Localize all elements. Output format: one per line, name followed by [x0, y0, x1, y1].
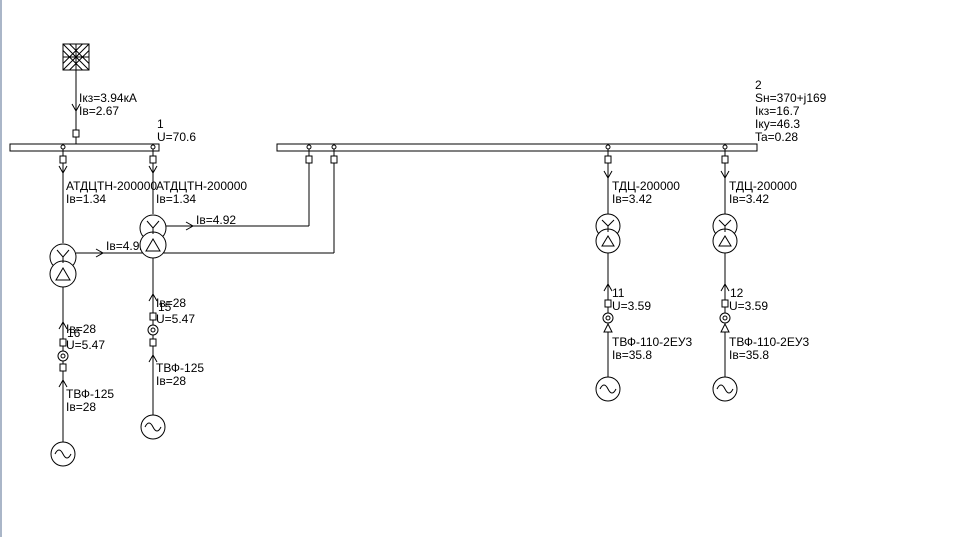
t2-iv: Iв=1.34 — [156, 192, 196, 206]
t1-name: АТДЦТН-200000 — [66, 179, 157, 193]
arrow-up-icon — [148, 353, 158, 363]
breaker-icon[interactable] — [305, 155, 313, 164]
bus-2-ikz: Iкз=16.7 — [755, 104, 800, 118]
breaker-icon[interactable] — [149, 338, 157, 347]
arrow-up-icon — [58, 320, 68, 330]
bus-2[interactable] — [276, 143, 758, 152]
t2-name: АТДЦТН-200000 — [156, 179, 247, 193]
t4-name: ТДЦ-200000 — [729, 179, 797, 193]
transformer-winding-lv-icon — [712, 228, 738, 254]
t2-iv-mv: Iв=4.92 — [196, 213, 236, 227]
bus-1-voltage: U=70.6 — [157, 130, 196, 144]
t2-node-number: 15 — [158, 300, 172, 314]
t2-node-voltage: U=5.47 — [156, 312, 195, 326]
t2-iv-lv: Iв=28 — [156, 296, 186, 310]
g2-name: ТВФ-125 — [156, 361, 204, 375]
bus-2-iky: Iку=46.3 — [755, 117, 800, 131]
breaker-icon[interactable] — [59, 155, 67, 164]
breaker-icon[interactable] — [721, 299, 729, 308]
node-12-voltage: U=3.59 — [729, 299, 768, 313]
node-12-number: 12 — [730, 286, 744, 300]
arrow-right-icon — [185, 221, 195, 231]
breaker-icon[interactable] — [59, 338, 67, 347]
g2-iv: Iв=28 — [156, 374, 186, 388]
g1-iv: Iв=28 — [66, 400, 96, 414]
t3-name: ТДЦ-200000 — [612, 179, 680, 193]
breaker-icon[interactable] — [604, 299, 612, 308]
t1-node-voltage: U=5.47 — [66, 338, 105, 352]
arrow-down-icon — [720, 170, 730, 180]
t1-node-number: 16 — [67, 326, 81, 340]
breaker-icon[interactable] — [149, 312, 157, 321]
g4-name: ТВФ-110-2ЕУ3 — [729, 335, 809, 349]
g1-name: ТВФ-125 — [66, 387, 114, 401]
bus-1[interactable] — [9, 143, 160, 152]
t1-iv: Iв=1.34 — [66, 192, 106, 206]
reactor-icon — [720, 322, 730, 333]
breaker-icon[interactable] — [721, 155, 729, 164]
g3-name: ТВФ-110-2ЕУ3 — [612, 335, 692, 349]
arrow-down-icon — [58, 165, 68, 175]
breaker-icon[interactable] — [330, 155, 338, 164]
breaker-icon[interactable] — [59, 363, 67, 372]
arrow-down-icon — [148, 165, 158, 175]
t3-iv: Iв=3.42 — [612, 192, 652, 206]
t1-iv-mv: Iв=4.92 — [106, 239, 146, 253]
arrow-right-icon — [95, 248, 105, 258]
transformer-4-branch[interactable] — [712, 144, 738, 402]
transformer-winding-lv-icon — [595, 228, 621, 254]
breaker-icon[interactable] — [604, 155, 612, 164]
g4-iv: Iв=35.8 — [729, 348, 769, 362]
power-system-source[interactable] — [62, 43, 90, 71]
autotransformer-winding-lv-icon — [139, 231, 167, 259]
arrow-up-icon — [58, 378, 68, 388]
bus-2-ta: Ta=0.28 — [755, 130, 798, 144]
transformer-3-branch[interactable] — [595, 144, 621, 402]
t1-iv-lv: Iв=28 — [66, 322, 96, 336]
arrow-down-icon — [71, 103, 81, 113]
breaker-icon[interactable] — [149, 155, 157, 164]
system-iv-label: Iв=2.67 — [79, 104, 119, 118]
node-11-voltage: U=3.59 — [612, 299, 651, 313]
node-11-number: 11 — [612, 286, 625, 300]
arrow-up-icon — [148, 292, 158, 302]
arrow-down-icon — [603, 170, 613, 180]
system-ikz-label: Iкз=3.94кА — [79, 91, 137, 105]
t4-iv: Iв=3.42 — [729, 192, 769, 206]
g3-iv: Iв=35.8 — [612, 348, 652, 362]
autotransformer-1-branch[interactable] — [49, 144, 335, 467]
arrow-up-icon — [720, 282, 730, 292]
bus-2-number: 2 — [755, 78, 762, 92]
bus-2-sn: Sн=370+j169 — [755, 91, 827, 105]
autotransformer-2-branch[interactable] — [139, 144, 310, 440]
arrow-up-icon — [603, 282, 613, 292]
breaker-icon[interactable] — [72, 129, 80, 138]
bus-1-number: 1 — [157, 117, 164, 131]
reactor-icon — [603, 322, 613, 333]
autotransformer-winding-lv-icon — [49, 260, 77, 288]
